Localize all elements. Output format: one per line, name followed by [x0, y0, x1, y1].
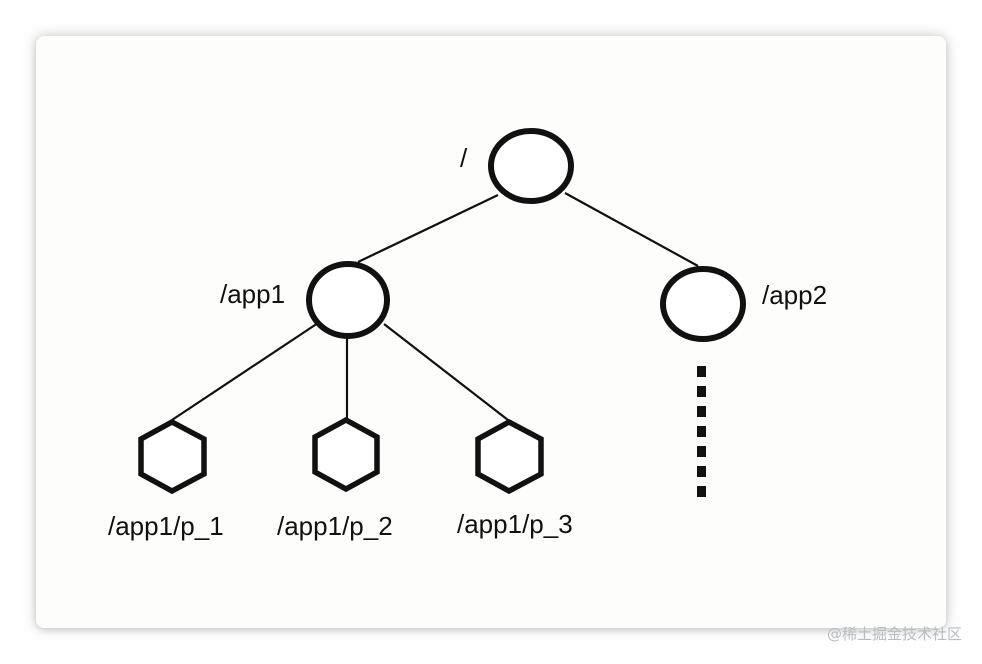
label-app2: /app2 — [762, 280, 827, 310]
edge-root-app2 — [564, 192, 699, 267]
edge-root-app1 — [357, 194, 499, 263]
label-root: / — [460, 143, 468, 173]
node-p2-hexagon — [312, 416, 380, 493]
node-p3-hexagon — [475, 418, 544, 495]
label-p3: /app1/p_3 — [457, 509, 573, 539]
node-p1-hexagon — [138, 418, 207, 495]
edge-app1-p3 — [383, 323, 509, 421]
continuation-dot — [697, 466, 706, 477]
continuation-dot — [697, 366, 706, 377]
edge-app1-p1 — [171, 322, 319, 421]
continuation-dot — [697, 406, 706, 417]
diagram-card — [36, 36, 946, 628]
continuation-dot — [697, 486, 706, 497]
label-app1: /app1 — [220, 279, 285, 309]
node-root-circle — [488, 128, 574, 204]
continuation-dot — [697, 446, 706, 457]
continuation-dot — [697, 386, 706, 397]
watermark: @稀土掘金技术社区 — [826, 625, 962, 643]
node-app1-circle — [306, 261, 390, 339]
node-app2-circle — [660, 266, 746, 342]
label-p1: /app1/p_1 — [108, 511, 224, 541]
continuation-dots — [697, 366, 706, 497]
continuation-dot — [697, 426, 706, 437]
label-p2: /app1/p_2 — [277, 511, 393, 541]
